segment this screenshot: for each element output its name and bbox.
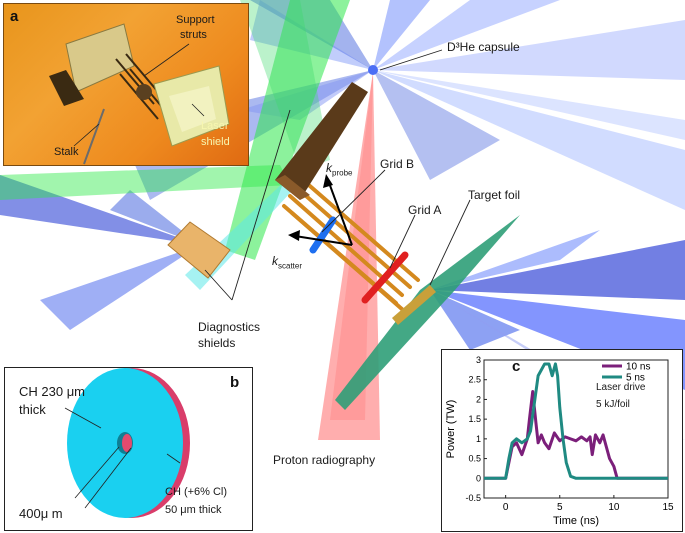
x-tick-label: 0: [503, 502, 509, 513]
green-beam: [0, 165, 290, 200]
grid-b-leader: [321, 169, 386, 233]
capsule-leader: [379, 49, 443, 71]
laser-shield-label-line1: Laser: [201, 120, 229, 132]
panel-a-letter: a: [10, 8, 19, 25]
y-tick-label: 2: [476, 394, 481, 404]
disk-hole-inner: [122, 434, 132, 452]
proton-radiography-label: Proton radiography: [273, 453, 376, 467]
diagnostics-leader: [204, 269, 233, 301]
y-tick-label: 0.5: [468, 454, 481, 464]
grid-a-leader: [389, 214, 416, 269]
target-plate: [65, 23, 135, 93]
stalk: [83, 108, 105, 165]
legend-label: 10 ns: [626, 362, 650, 373]
y-tick-label: 1.5: [468, 414, 481, 424]
laser-shield-face: [275, 175, 310, 200]
laser-beam: [0, 175, 200, 245]
y-tick-label: 2.5: [468, 375, 481, 385]
grid-b-label: Grid B: [380, 157, 415, 171]
target-foil-leader: [429, 199, 471, 286]
laser-beam: [430, 230, 600, 290]
plot-frame: [483, 359, 669, 499]
laser-beam: [373, 70, 685, 140]
x-axis-label: Time (ns): [553, 515, 599, 527]
laser-beam: [110, 190, 200, 245]
laser-beam: [40, 245, 200, 330]
laser-beam: [373, 0, 430, 70]
k-probe-arrowhead: [323, 174, 333, 188]
cl-label-line1: CH (+6% Cl): [165, 486, 228, 498]
y-tick-label: 3: [476, 355, 481, 365]
diagnostics-leader: [231, 109, 291, 301]
panel-a-photo: a Support struts Laser shield Stalk: [3, 3, 249, 166]
target-foil: [335, 215, 520, 410]
laser-drive-annotation-line1: Laser drive: [596, 382, 646, 393]
target-foil-label: Target foil: [468, 188, 521, 202]
target-plate-dark: [49, 70, 84, 106]
diagnostics-shield: [167, 221, 231, 279]
ch-label-line1: CH 230 μm: [19, 384, 86, 399]
y-tick-label: -0.5: [465, 493, 481, 503]
capsule-label: D³He capsule: [447, 40, 520, 54]
ch-label-line2: thick: [19, 402, 46, 417]
green-beam: [240, 0, 330, 170]
laser-beam: [373, 70, 500, 180]
diagnostics-label-line2: shields: [198, 336, 236, 350]
panel-b-foil-diagram: b CH 230 μm thick 400μ m CH (+6% Cl) 50 …: [4, 367, 253, 531]
cl-label-line2: 50 μm thick: [165, 504, 222, 516]
support-struts-label-line1: Support: [176, 14, 215, 26]
diagnostics-label-line1: Diagnostics: [198, 320, 261, 334]
k-scatter-subscript: scatter: [278, 261, 303, 271]
k-scatter-arrowhead: [288, 230, 300, 241]
laser-beam: [430, 240, 685, 300]
k-probe-label: kprobe: [326, 161, 352, 177]
k-scatter-arrow: [294, 235, 353, 246]
laser-beam: [430, 290, 520, 350]
hole-label: 400μ m: [19, 506, 63, 521]
support-struts-label-line2: struts: [180, 29, 207, 41]
k-vectors: [294, 179, 353, 246]
laser-beam: [373, 70, 685, 210]
x-tick-label: 15: [662, 502, 674, 513]
laser-shield-label-line2: shield: [201, 136, 230, 148]
d3he-capsule: [368, 65, 378, 75]
series-line-5-ns: [484, 362, 668, 480]
laser-beams: [0, 0, 685, 440]
panel-c-letter: c: [512, 358, 521, 375]
k-probe-subscript: probe: [332, 168, 353, 178]
x-tick-label: 10: [608, 502, 620, 513]
x-tick-label: 5: [557, 502, 563, 513]
legend-label: 5 ns: [626, 373, 645, 384]
y-tick-label: 1: [476, 434, 481, 444]
k-probe-letter: k: [326, 161, 332, 175]
grid-a: [361, 251, 409, 304]
grid-a-label: Grid A: [408, 203, 442, 217]
k-probe-arrow: [327, 179, 353, 246]
series-line-10-ns: [484, 390, 668, 480]
laser-drive-annotation-line2: 5 kJ/foil: [596, 399, 630, 410]
panel-b-letter: b: [230, 374, 240, 391]
laser-beam: [373, 0, 560, 70]
laser-beam: [373, 20, 685, 80]
stalk-label: Stalk: [54, 146, 79, 158]
green-beam: [225, 0, 350, 260]
laser-shield-inner: [169, 86, 216, 132]
strut-disk: [136, 84, 152, 100]
laser-shield: [275, 82, 368, 200]
proton-radiography-cone: [330, 72, 373, 420]
k-scatter-letter: k: [272, 254, 278, 268]
y-axis-label: Power (TW): [445, 400, 457, 459]
y-tick-label: 0: [476, 473, 481, 483]
foil-holder: [392, 285, 436, 325]
k-scatter-label: kscatter: [272, 254, 302, 270]
